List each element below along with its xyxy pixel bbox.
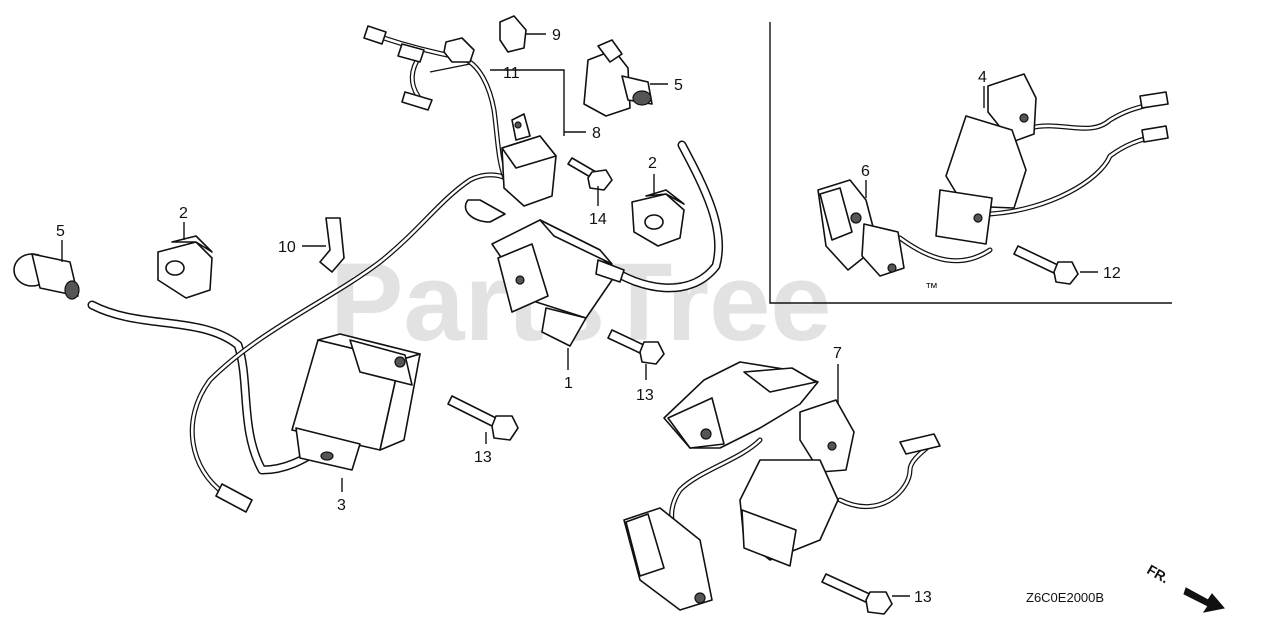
coil-assembly-7[interactable] [623,361,941,611]
callout-7: 7 [833,345,842,362]
diagram-code: Z6C0E2000B [1026,590,1104,605]
front-arrow-icon [1183,587,1225,613]
watermark-trademark: ™ [925,280,938,295]
callout-numbers: 5 2 10 3 11 9 5 8 14 2 1 13 13 7 13 4 6 … [56,27,1121,606]
coil-6[interactable] [817,179,993,277]
front-direction-indicator: FR. [1144,561,1225,613]
bolt-13-bottom[interactable] [821,573,893,615]
inset-frame [769,22,1172,304]
grommet-left[interactable] [157,235,213,299]
spark-plug-cap-upper[interactable] [583,39,653,117]
harness-upper [363,25,508,223]
bolt-13-center[interactable] [607,329,665,365]
callout-8: 8 [592,125,601,142]
callout-5-left: 5 [56,223,65,240]
grommet-11[interactable] [443,37,475,63]
callout-1: 1 [564,375,573,392]
bolt-13-left[interactable] [447,395,519,441]
callout-13-bottom: 13 [914,589,932,606]
clamp-9[interactable] [499,15,527,53]
hose-right [601,140,724,293]
callout-14: 14 [589,211,607,228]
callout-6: 6 [861,163,870,180]
ignition-coil-1[interactable] [491,219,625,347]
front-direction-label: FR. [1144,561,1172,586]
grommet-right[interactable] [631,189,685,247]
callout-5-upper: 5 [674,77,683,94]
callout-11: 11 [503,65,520,82]
callout-3: 3 [337,497,346,514]
bolt-14[interactable] [567,157,613,191]
callout-2-right: 2 [648,155,657,172]
leader-lines [61,33,1098,597]
clip-10[interactable] [319,217,345,273]
callout-2-left: 2 [179,205,188,222]
callout-12: 12 [1103,265,1121,282]
callout-10: 10 [278,239,296,256]
bolt-12[interactable] [1013,245,1079,285]
callout-13-left: 13 [474,449,492,466]
callout-9: 9 [552,27,561,44]
ignition-coil-3[interactable] [291,333,421,471]
ignition-lead-left [87,300,327,475]
callout-4: 4 [978,69,987,86]
coil-4[interactable] [935,73,1169,245]
callout-13-center: 13 [636,387,654,404]
module-8[interactable] [501,113,557,207]
ground-wire [189,172,508,513]
spark-plug-cap-left[interactable] [13,253,80,300]
